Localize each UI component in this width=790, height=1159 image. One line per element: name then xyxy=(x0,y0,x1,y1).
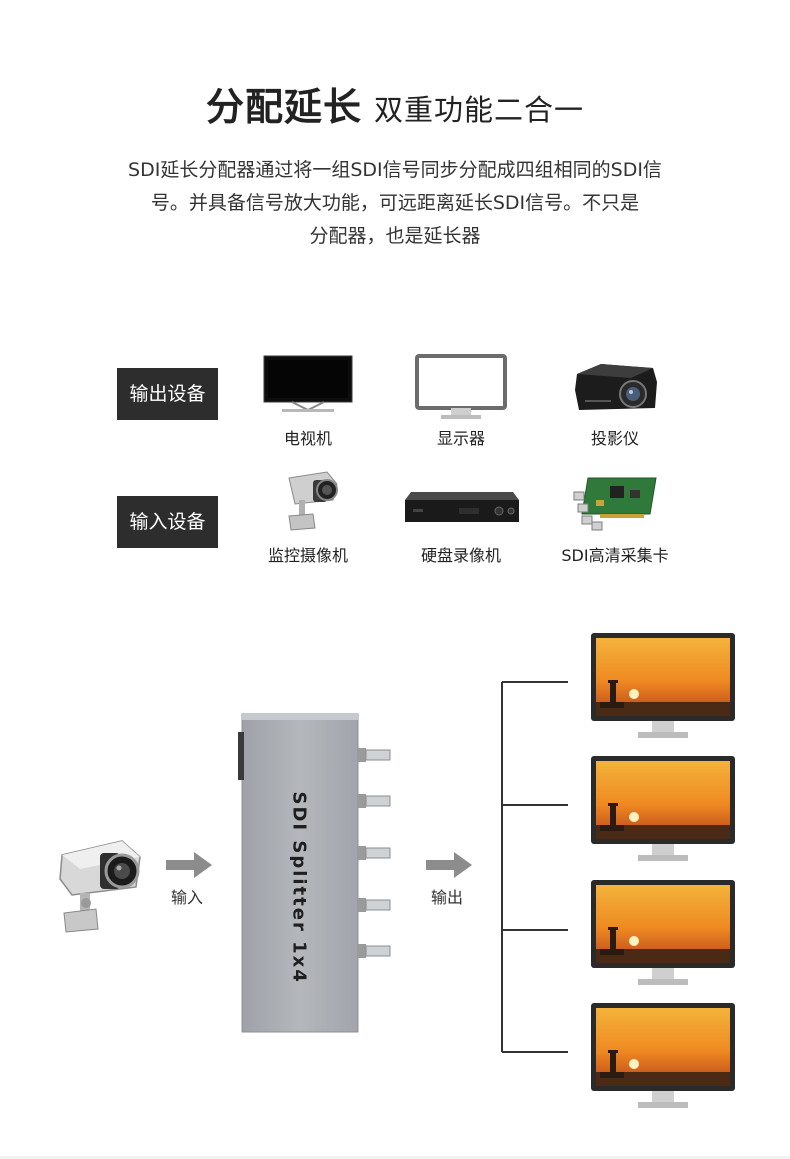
output-label: 输出 xyxy=(431,888,464,907)
input-device-label: 监控摄像机 xyxy=(267,546,348,565)
description-line: SDI延长分配器通过将一组SDI信号同步分配成四组相同的SDI信 xyxy=(128,159,662,181)
headline-main: 分配延长 xyxy=(205,85,362,129)
output-device-label: 显示器 xyxy=(436,429,485,448)
cctv-camera-icon xyxy=(288,471,338,531)
bottom-divider xyxy=(0,1156,790,1159)
output-device-label: 电视机 xyxy=(283,429,332,448)
description: SDI延长分配器通过将一组SDI信号同步分配成四组相同的SDI信 号。并具备信号… xyxy=(95,154,695,253)
output-monitor-icon xyxy=(591,880,735,985)
input-device-label: SDI高清采集卡 xyxy=(561,546,669,565)
sdi-splitter-device xyxy=(238,713,391,1033)
headline: 分配延长双重功能二合一 xyxy=(0,76,790,131)
output-device-label: 投影仪 xyxy=(590,429,639,448)
input-arrow-icon xyxy=(166,852,212,878)
capture-card-icon xyxy=(573,477,657,531)
tv-icon xyxy=(263,355,353,412)
headline-sub: 双重功能二合一 xyxy=(374,93,585,127)
output-connector-lines xyxy=(501,681,568,1053)
projector-icon xyxy=(575,364,657,410)
output-devices-tag: 输出设备 xyxy=(117,368,218,420)
monitor-icon xyxy=(415,354,507,419)
input-label: 输入 xyxy=(171,888,204,907)
output-monitor-icon xyxy=(591,756,735,861)
splitter-model-label: SDI Splitter 1x4 xyxy=(288,791,310,984)
output-monitor-icon xyxy=(591,633,735,738)
description-line: 号。并具备信号放大功能，可远距离延长SDI信号。不只是 xyxy=(150,192,640,214)
input-device-label: 硬盘录像机 xyxy=(420,546,501,565)
dvr-icon xyxy=(405,492,519,522)
cctv-camera-large-icon xyxy=(59,840,141,933)
input-devices-tag: 输入设备 xyxy=(117,496,218,548)
description-line: 分配器，也是延长器 xyxy=(309,225,481,247)
output-arrow-icon xyxy=(426,852,472,878)
output-monitor-icon xyxy=(591,1003,735,1108)
